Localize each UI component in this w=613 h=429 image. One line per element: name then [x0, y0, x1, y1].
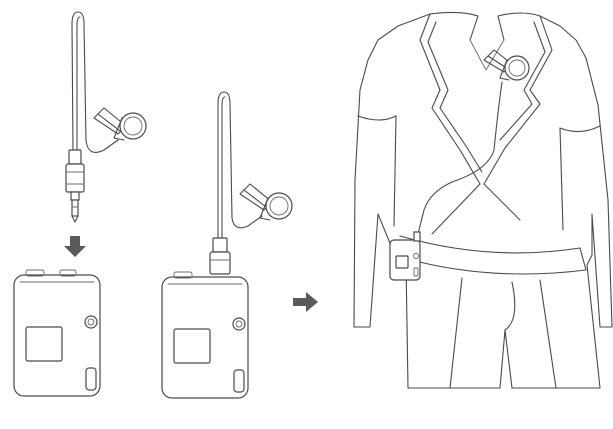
lavalier-microphone-2	[217, 91, 293, 241]
arrow-down-icon	[64, 236, 86, 257]
step-plug-in-microphone	[13, 11, 147, 397]
transmitter-on-belt	[389, 231, 421, 281]
step-worn-on-jacket	[353, 11, 613, 389]
lavalier-microphone-1	[71, 11, 147, 153]
transmitter-1	[13, 269, 101, 397]
arrow-right-icon	[293, 292, 318, 312]
step-microphone-connected	[161, 91, 293, 399]
mic-cable	[417, 81, 503, 235]
jacket	[353, 11, 613, 389]
3-5mm-plug	[65, 149, 85, 223]
connected-plug	[209, 237, 231, 275]
transmitter-2	[161, 271, 249, 399]
clipped-microphone	[483, 49, 530, 81]
